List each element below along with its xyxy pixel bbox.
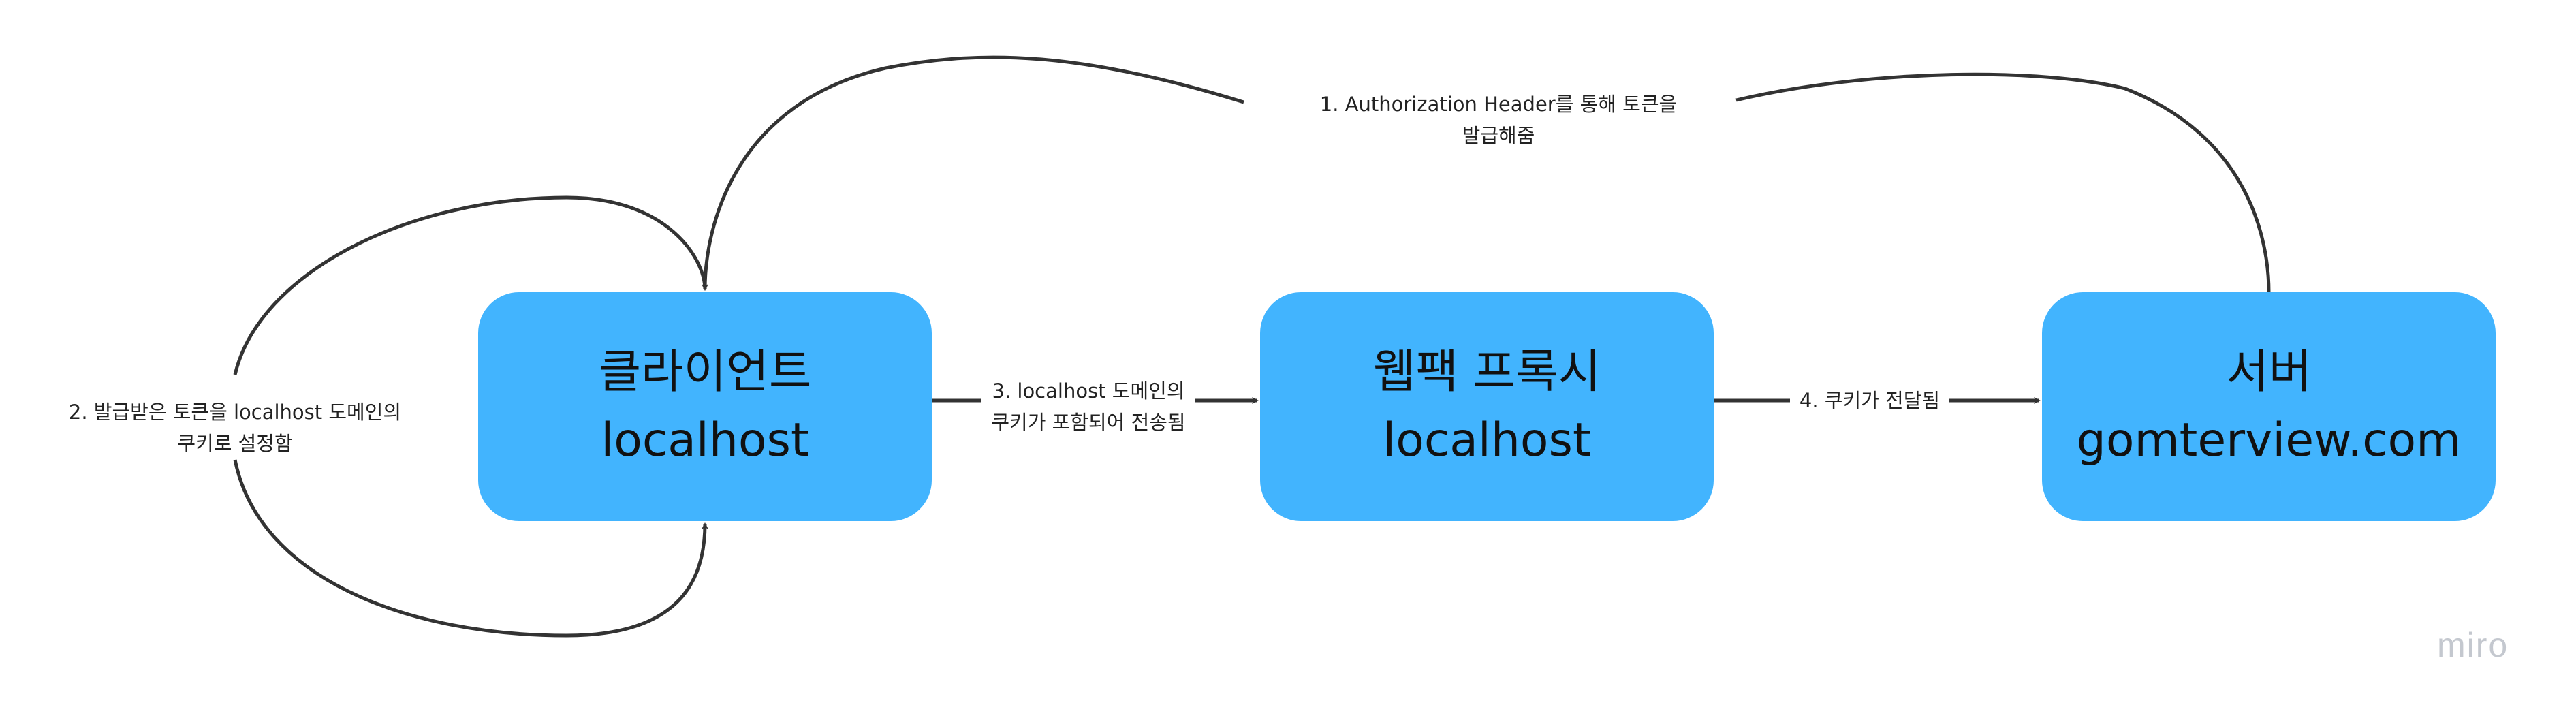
- node-client-host: localhost: [601, 413, 809, 467]
- edge-4-label: 4. 쿠키가 전달됨: [1800, 385, 1940, 416]
- edge-2-top-segment: [233, 195, 708, 375]
- edge-1-label: 1. Authorization Header를 통해 토큰을 발급해줌: [1320, 89, 1677, 151]
- edge-4-label-line1: 4. 쿠키가 전달됨: [1799, 389, 1941, 412]
- edge-1-label-line2: 발급해줌: [1462, 124, 1535, 147]
- edge-3-label-line1: 3. localhost 도메인의: [992, 379, 1185, 403]
- node-server[interactable]: 서버 gomterview.com: [2042, 292, 2496, 521]
- node-server-host: gomterview.com: [2076, 413, 2462, 467]
- edge-1-right-segment: [1735, 72, 2271, 293]
- node-proxy-host: localhost: [1383, 413, 1591, 467]
- edge-1-left-segment: [702, 55, 1244, 291]
- node-proxy-title: 웹팩 프록시: [1372, 345, 1601, 399]
- miro-logo: miro: [2437, 626, 2509, 664]
- edge-3-label: 3. localhost 도메인의 쿠키가 포함되어 전송됨: [991, 375, 1185, 438]
- node-server-title: 서버: [2226, 345, 2312, 399]
- node-client[interactable]: 클라이언트 localhost: [478, 292, 932, 521]
- node-webpack-proxy[interactable]: 웹팩 프록시 localhost: [1260, 292, 1714, 521]
- edge-2-bottom-segment: [233, 459, 708, 638]
- edge-1-label-line1: 1. Authorization Header를 통해 토큰을: [1319, 93, 1678, 116]
- edge-2-label-line1: 2. 발급받은 토큰을 localhost 도메인의: [68, 401, 402, 424]
- node-client-title: 클라이언트: [598, 345, 812, 399]
- edge-3-label-line2: 쿠키가 포함되어 전송됨: [991, 411, 1186, 434]
- edge-2-label: 2. 발급받은 토큰을 localhost 도메인의 쿠키로 설정함: [69, 396, 401, 459]
- edge-2-label-line2: 쿠키로 설정함: [177, 432, 293, 455]
